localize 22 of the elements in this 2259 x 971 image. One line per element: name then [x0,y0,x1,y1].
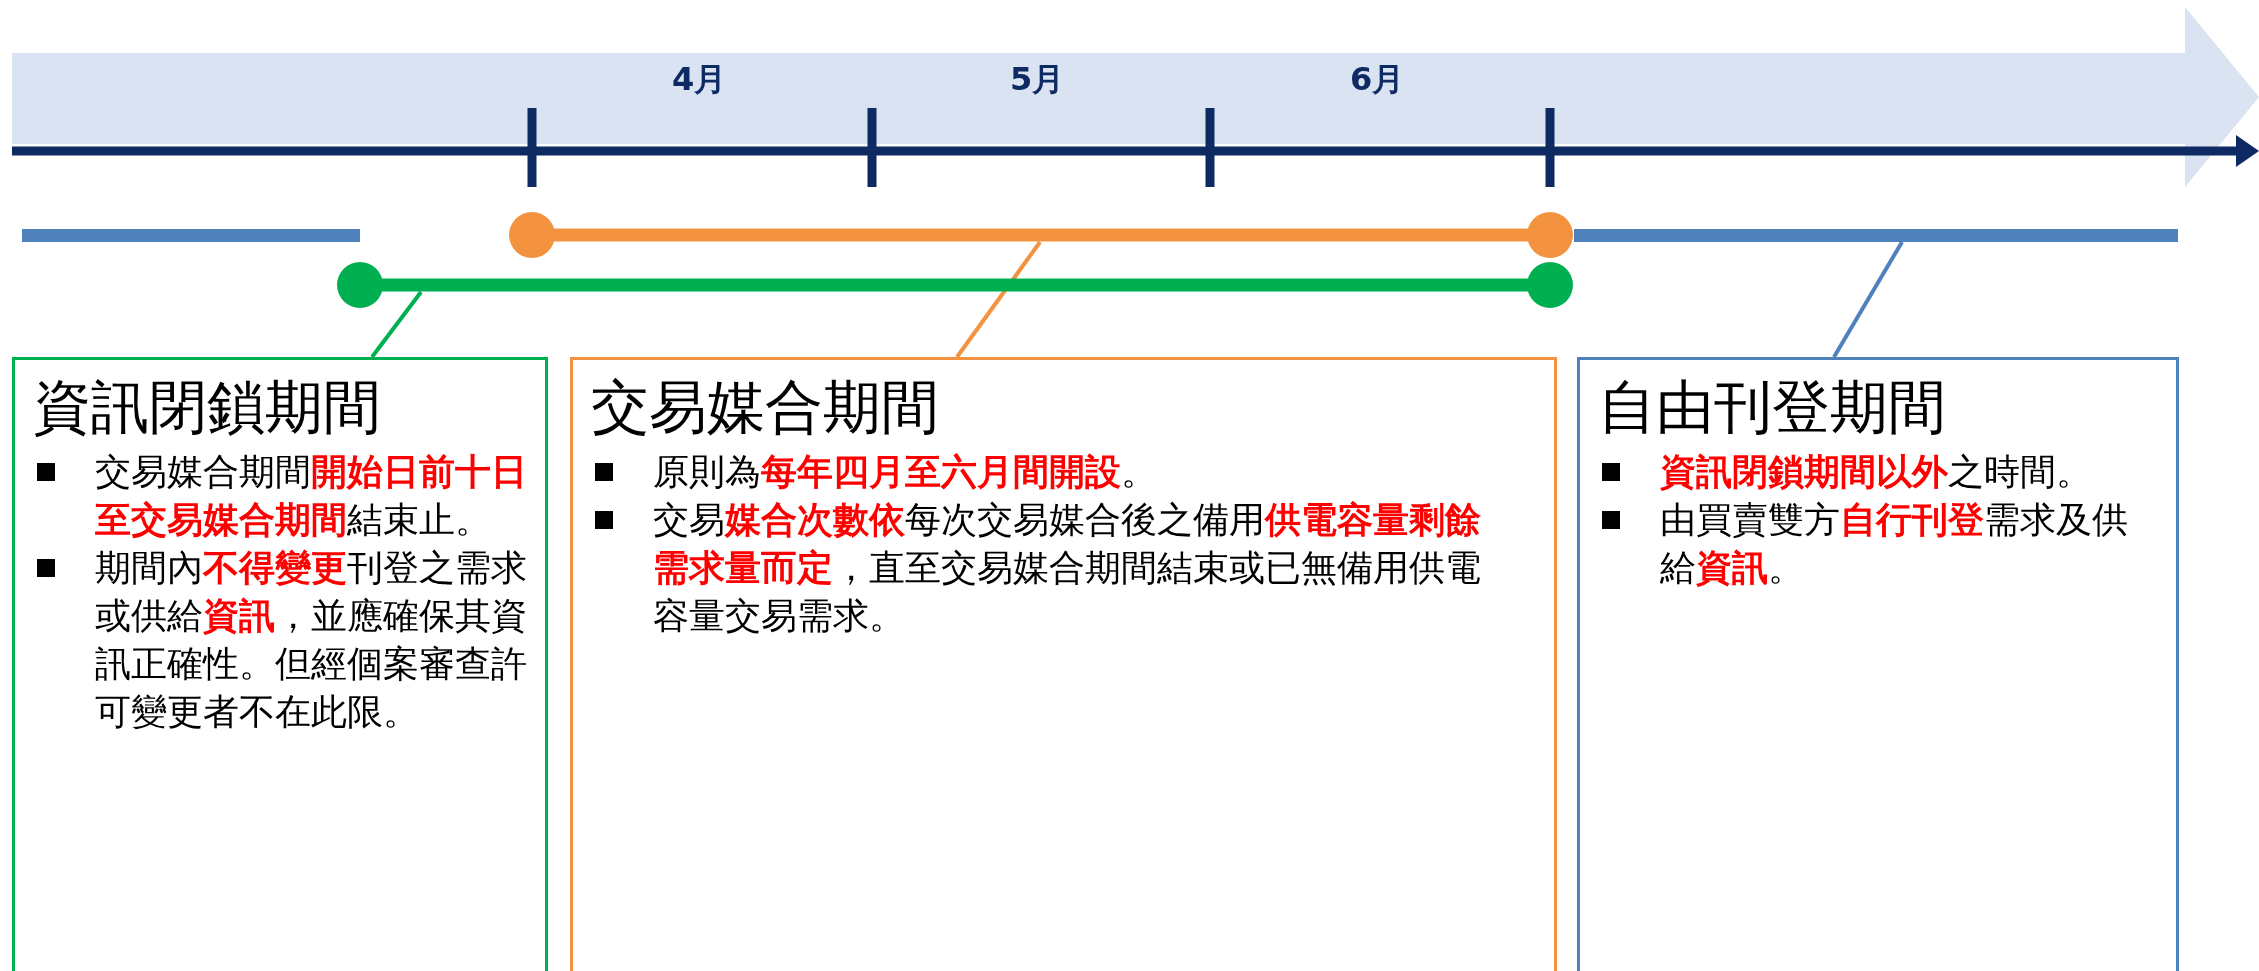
leader-line [370,290,423,359]
period-box [570,357,1557,971]
month-label: 6月 [1350,59,1405,100]
period-box [12,357,548,971]
month-label: 5月 [1010,59,1065,100]
period-heading: 交易媒合期間 [591,372,939,442]
timeline-bar [509,212,1573,258]
timeline-bar [1574,228,2178,242]
period-heading: 自由刊登期間 [1598,372,1946,442]
month-label: 4月 [672,59,727,100]
bullet-text: 交易媒合期間開始日前十日至交易媒合期間結束止。 [95,450,528,542]
leader-line [1832,241,1904,358]
period-heading: 資訊閉鎖期間 [33,372,381,442]
leader-line [955,240,1042,359]
timeline-bar [22,228,360,242]
timeline-bar [337,262,1573,308]
bullet-text: 原則為每年四月至六月間開設。 [653,450,1158,494]
bullet-text: 期間內不得變更刊登之需求或供給資訊，並應確保其資訊正確性。但經個案審查許可變更者不在此限。 [95,546,528,734]
period-box [1577,357,2179,971]
bullet-text: 資訊閉鎖期間以外之時間。 [1660,450,2093,494]
bullet-text: 由買賣雙方自行刊登需求及供給資訊。 [1660,498,2129,590]
bullet-text: 交易媒合次數依每次交易媒合後之備用供電容量剩餘需求量而定，直至交易媒合期間結束或已無備用供電容量交易需求。 [653,498,1482,638]
